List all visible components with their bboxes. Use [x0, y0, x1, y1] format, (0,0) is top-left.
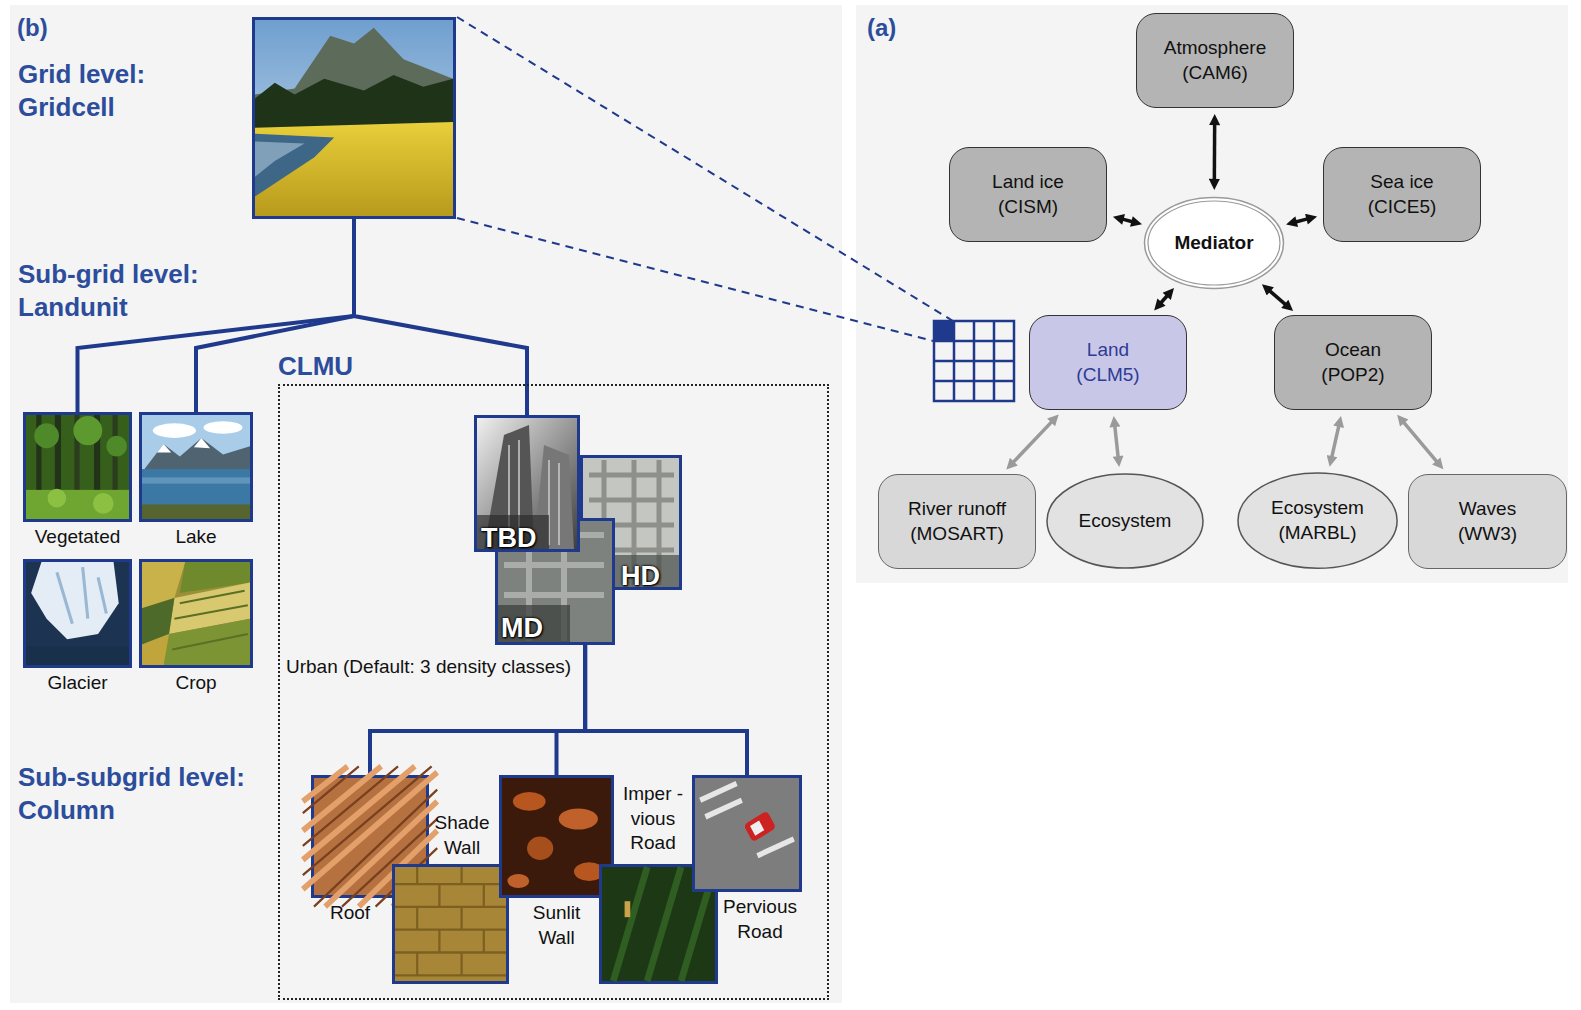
node-label: Land ice (CISM): [978, 170, 1078, 219]
zoom-leader: [457, 17, 953, 321]
subcomponent-box: Waves (WW3): [1408, 474, 1567, 569]
node-label: Sunlit Wall: [524, 901, 590, 950]
column-tile: Pervious Road: [692, 775, 802, 892]
level-heading: Sub-grid level: Landunit: [18, 258, 233, 323]
node-label: CLMU: [278, 350, 353, 383]
landunit-tile: Glacier: [23, 559, 132, 668]
panel-letter: (b): [17, 12, 48, 43]
panel-background: [10, 5, 842, 1003]
photo-illustration: [142, 415, 250, 519]
node-label: Ocean (POP2): [1313, 338, 1393, 387]
node-label: Sea ice (CICE5): [1352, 170, 1452, 219]
subcomponent-box: River runoff (MOSART): [878, 474, 1036, 569]
coupling-arrow: [1213, 124, 1217, 180]
photo-illustration: [695, 778, 799, 889]
ellipse-outline: [1237, 472, 1398, 569]
coupling-arrow: [1161, 295, 1168, 303]
node-label: Mediator: [1174, 231, 1253, 256]
component-box: Sea ice (CICE5): [1323, 147, 1481, 242]
coupling-arrow: [1296, 219, 1308, 222]
node-label: Glacier: [47, 671, 107, 696]
node-label: Crop: [175, 671, 216, 696]
subcomponent-ellipse: Ecosystem (MARBL): [1237, 472, 1398, 569]
column-tile: Shade Wall: [392, 864, 509, 984]
grid-icon: [934, 321, 1014, 401]
node-label: Urban (Default: 3 density classes): [286, 655, 571, 680]
photo-illustration: [142, 562, 250, 665]
coupling-arrow: [1115, 426, 1118, 457]
landunit-tile: Vegetated: [23, 412, 132, 522]
panel-background: [856, 5, 1568, 583]
clmu-region: CLMUUrban (Default: 3 density classes)Ro…: [278, 384, 829, 1000]
node-label: Atmosphere (CAM6): [1150, 36, 1280, 85]
node-label: Lake: [175, 525, 216, 550]
level-heading: Sub-subgrid level: Column: [18, 761, 280, 826]
node-label: Ecosystem (MARBL): [1265, 496, 1370, 545]
landunit-tile: Lake: [139, 412, 253, 522]
component-box: Land ice (CISM): [949, 147, 1107, 242]
node-label: Vegetated: [35, 525, 121, 550]
component-box: Land (CLM5): [1029, 315, 1187, 410]
zoom-leader: [457, 218, 933, 341]
photo-illustration: [502, 778, 611, 895]
node-label: Waves (WW3): [1448, 497, 1528, 546]
node-label: Pervious Road: [716, 895, 804, 944]
photo-illustration: [26, 415, 129, 519]
coupling-arrow: [1122, 219, 1132, 222]
gridcell-image: Grid level: Gridcell: [252, 17, 456, 219]
photo-illustration: [26, 562, 129, 665]
node-label: Ecosystem: [1079, 509, 1172, 534]
node-label: Grid level: Gridcell: [18, 58, 188, 123]
mediator-ellipse: Mediator: [1143, 196, 1285, 290]
density-class: MD: [501, 611, 543, 646]
node-label: Roof: [330, 901, 370, 926]
density-class: HD: [621, 559, 660, 594]
node-label: Shade Wall: [429, 811, 495, 860]
node-label: Imper -vious Road: [616, 782, 690, 856]
coupling-arrow: [1013, 422, 1052, 463]
coupling-arrow: [1332, 426, 1339, 458]
component-box: Atmosphere (CAM6): [1136, 13, 1294, 108]
component-box: Ocean (POP2): [1274, 315, 1432, 410]
hierarchy-line: [585, 645, 747, 775]
density-class: TBD: [481, 521, 537, 556]
node-label: River runoff (MOSART): [901, 497, 1013, 546]
subcomponent-ellipse: Ecosystem: [1046, 473, 1204, 569]
landunit-tile: Crop: [139, 559, 253, 668]
photo-illustration: [255, 20, 453, 216]
coupling-arrow: [1404, 422, 1437, 462]
photo-illustration: [395, 867, 506, 981]
node-label: Land (CLM5): [1068, 338, 1148, 387]
coupling-arrow: [1269, 291, 1285, 305]
panel-letter: (a): [867, 12, 896, 43]
column-tile: Sunlit Wall: [499, 775, 614, 898]
